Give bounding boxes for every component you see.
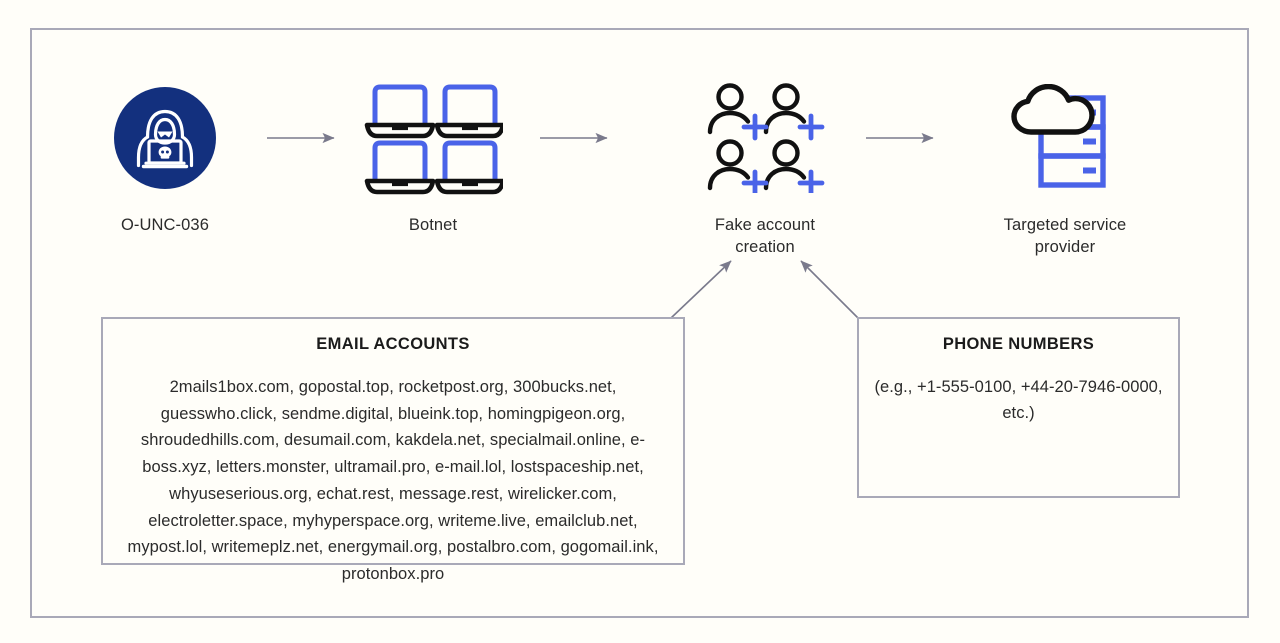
node-icon-wrapper [75,78,255,198]
phone-numbers-body: (e.g., +1-555-0100, +44-20-7946-0000, et… [874,378,1163,423]
node-label-target: Targeted service provider [1003,216,1127,257]
node-fake-account: Fake account creation [675,78,855,259]
email-accounts-box: EMAIL ACCOUNTS 2mails1box.com, gopostal.… [101,317,685,583]
email-accounts-body: 2mails1box.com, gopostal.top, rocketpost… [127,378,659,584]
node-label-fake-account: Fake account creation [714,216,816,257]
laptop-3 [364,140,436,195]
users-plus-icon [707,83,825,193]
node-icon-wrapper [675,78,855,198]
node-label-threat-actor: O-UNC-036 [120,216,209,234]
laptop-4 [434,140,503,195]
laptops-grid-icon [364,84,503,195]
node-icon-wrapper [975,78,1155,198]
cloud-glyph [1011,84,1095,135]
phone-numbers-box: PHONE NUMBERS (e.g., +1-555-0100, +44-20… [857,317,1180,498]
node-label-botnet: Botnet [408,216,458,234]
plus-glyphs [741,113,825,193]
hacker-circle-icon [114,87,216,189]
skull-glyph [158,146,172,159]
email-accounts-title: EMAIL ACCOUNTS [316,335,470,353]
node-threat-actor: O-UNC-036 [75,78,255,236]
node-target: Targeted service provider [975,78,1155,259]
laptop-1 [364,84,436,139]
phone-numbers-title: PHONE NUMBERS [942,335,1095,353]
laptop-2 [434,84,503,139]
node-icon-wrapper [343,78,523,198]
cloud-server-icon [1011,84,1106,188]
node-botnet: Botnet [343,78,523,236]
